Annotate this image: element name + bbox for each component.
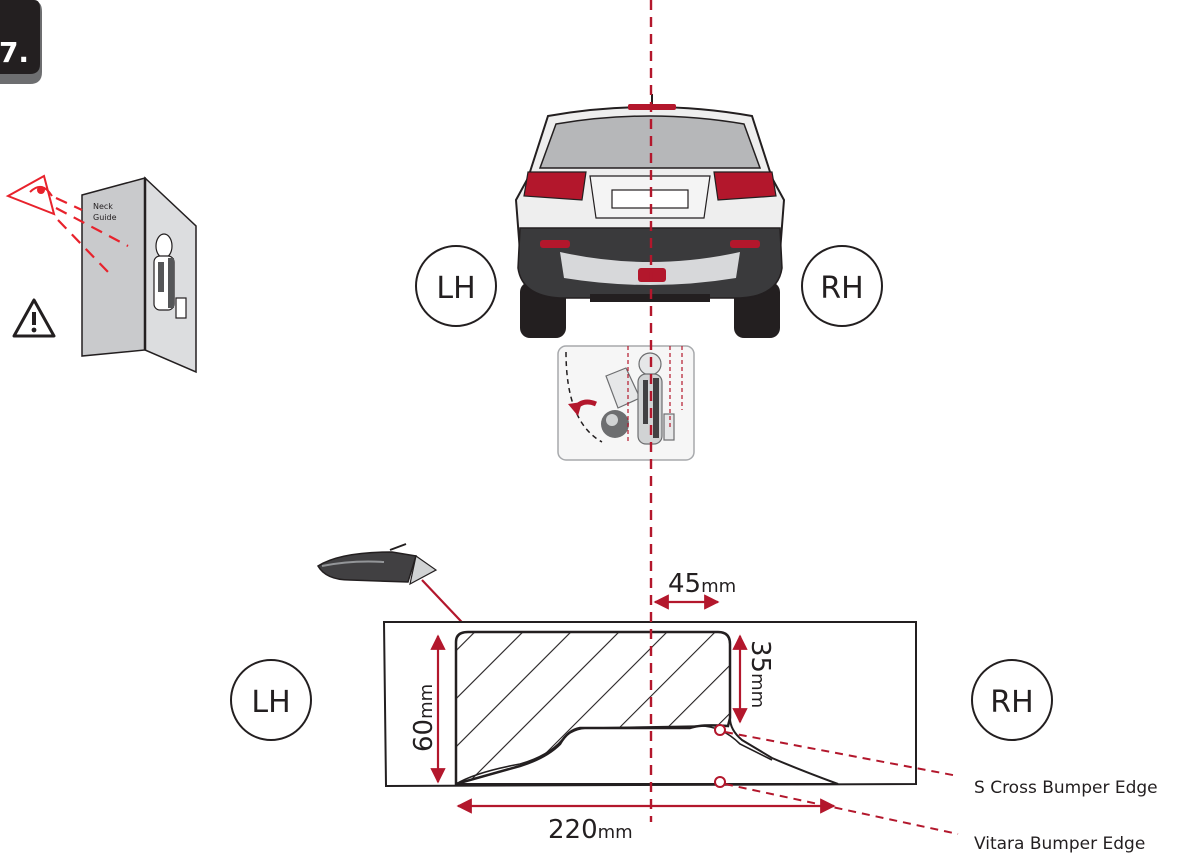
svg-text:60mm: 60mm <box>409 684 439 752</box>
dimension-35mm: 35mm <box>732 634 775 724</box>
step-number: 7. <box>0 36 29 69</box>
dim-60-value: 60 <box>409 719 439 752</box>
eye-icon <box>5 174 129 273</box>
top-lh-label: LH <box>436 271 475 306</box>
dimension-220mm: 220mm <box>456 798 836 845</box>
dim-45-value: 45 <box>668 569 701 599</box>
car-rear-icon <box>514 94 786 338</box>
s-cross-label: S Cross Bumper Edge <box>974 778 1158 798</box>
warning-icon <box>12 298 56 338</box>
svg-text:220mm: 220mm <box>548 815 633 845</box>
dim-220-value: 220 <box>548 815 598 845</box>
dim-35-value: 35 <box>745 640 775 673</box>
cutout-rh-marker: RH <box>971 659 1053 741</box>
guide-title-line1: Neck <box>93 202 113 211</box>
neck-guide-card: Neck Guide <box>81 176 197 374</box>
cutout-lh-marker: LH <box>230 659 312 741</box>
s-cross-callout: S Cross Bumper Edge <box>714 724 1158 798</box>
dim-60-unit: mm <box>416 684 437 719</box>
dimension-60mm: 60mm <box>409 634 446 784</box>
svg-text:45mm: 45mm <box>668 569 736 599</box>
knife-icon <box>316 543 438 586</box>
top-lh-marker: LH <box>415 245 497 327</box>
top-rh-label: RH <box>820 271 863 306</box>
dim-220-unit: mm <box>598 822 633 843</box>
top-rh-marker: RH <box>801 245 883 327</box>
svg-text:35mm: 35mm <box>745 640 775 708</box>
dim-45-unit: mm <box>701 576 736 597</box>
vitara-callout: Vitara Bumper Edge <box>714 776 1145 854</box>
towbar-neck-icon <box>153 233 187 319</box>
guide-title-line2: Guide <box>93 213 117 222</box>
dim-35-unit: mm <box>747 673 768 708</box>
cutout-rh-label: RH <box>990 685 1033 720</box>
towbar-detail-inset <box>557 345 695 461</box>
cutout-lh-label: LH <box>251 685 290 720</box>
vitara-label: Vitara Bumper Edge <box>974 834 1145 854</box>
dimension-45mm: 45mm <box>653 569 736 610</box>
step-badge: 7. <box>0 0 42 84</box>
